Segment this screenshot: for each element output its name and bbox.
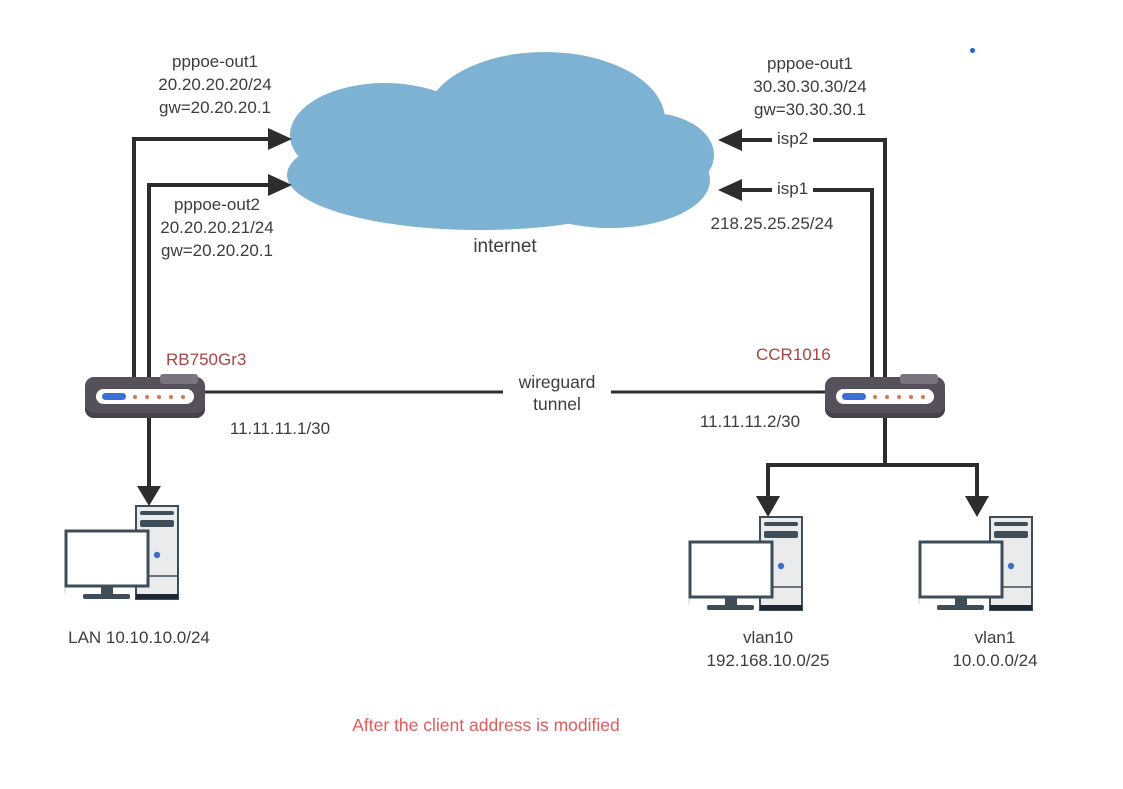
router-ccr1016-icon — [825, 374, 945, 418]
left-router-name: RB750Gr3 — [166, 350, 247, 369]
vlan10-label: vlan10 192.168.10.0/25 — [706, 628, 830, 670]
internet-cloud-icon — [287, 52, 714, 230]
vlan10-pc-icon — [688, 516, 803, 611]
router-faceplate — [96, 389, 194, 404]
pppoe-out1-left-link — [132, 137, 270, 379]
right-router-name: CCR1016 — [756, 345, 831, 364]
arrowhead-into-cloud-1 — [268, 128, 292, 150]
left-tunnel-ip-label: 11.11.11.1/30 — [229, 419, 331, 438]
internet-label: internet — [473, 236, 537, 257]
isp2-link — [740, 138, 887, 379]
arrowhead-vlan10 — [756, 496, 780, 517]
arrowhead-into-cloud-isp2 — [718, 129, 742, 151]
lan-pc-icon — [64, 505, 179, 600]
vlan1-pc-icon — [918, 516, 1033, 611]
right-tunnel-ip-label: 11.11.11.2/30 — [699, 412, 801, 431]
arrowhead-into-cloud-2 — [268, 174, 292, 196]
isp1-ip-label: 218.25.25.25/24 — [710, 214, 834, 233]
right-wan1-label: pppoe-out1 30.30.30.30/24 gw=30.30.30.1 — [753, 54, 867, 119]
right-wan-links — [740, 138, 887, 379]
router-tab — [160, 374, 198, 384]
router-rb750gr3-icon — [85, 374, 205, 418]
left-wan-links — [132, 137, 270, 379]
lan-subnet-label: LAN 10.10.10.0/24 — [68, 628, 210, 647]
wireguard-tunnel-label: wireguard tunnel — [503, 371, 611, 415]
vlan-links — [766, 415, 979, 498]
router-tab — [900, 374, 938, 384]
left-wan1-label: pppoe-out1 20.20.20.20/24 gw=20.20.20.1 — [158, 52, 272, 117]
isp1-tag: isp1 — [772, 179, 814, 199]
left-wan2-label: pppoe-out2 20.20.20.21/24 gw=20.20.20.1 — [160, 195, 274, 260]
arrowhead-into-cloud-isp1 — [718, 179, 742, 201]
router-port-lights — [873, 394, 925, 399]
blue-dot-marker — [970, 48, 975, 53]
arrowhead-lan — [137, 486, 161, 506]
router-led — [102, 393, 126, 400]
router-faceplate — [836, 389, 934, 404]
arrowhead-vlan1 — [965, 496, 989, 517]
pppoe-out2-left-link — [147, 183, 270, 379]
isp2-tag: isp2 — [772, 129, 814, 149]
diagram-caption: After the client address is modified — [352, 715, 620, 735]
vlan1-label: vlan1 10.0.0.0/24 — [952, 628, 1038, 670]
router-port-lights — [133, 394, 185, 399]
router-led — [842, 393, 866, 400]
